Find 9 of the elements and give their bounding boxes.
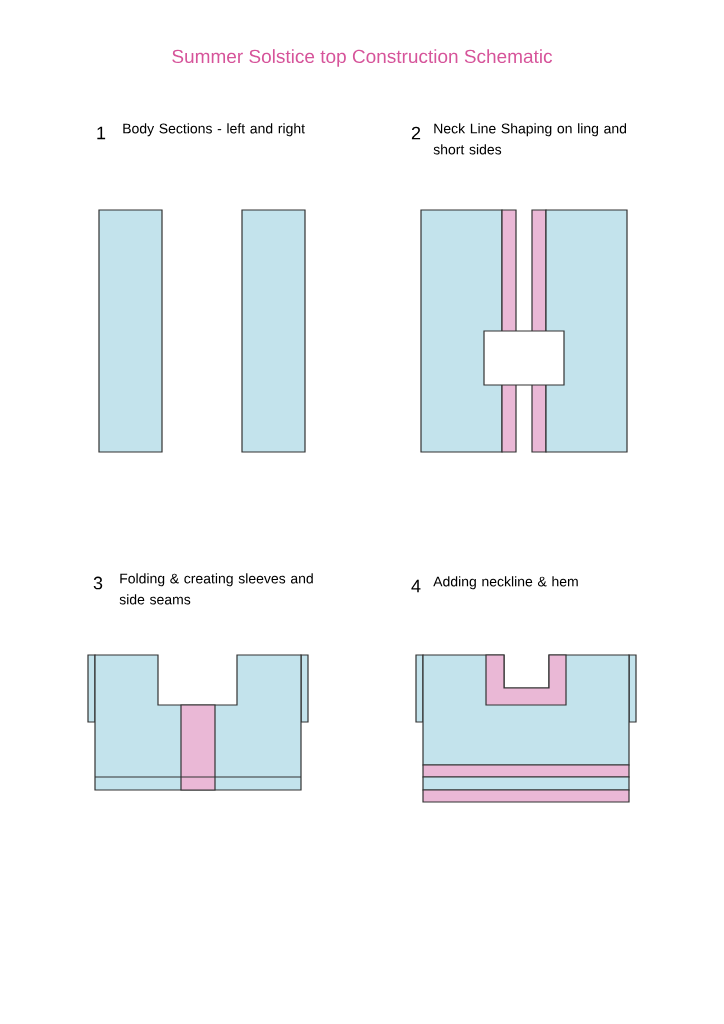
step-caption: Folding & creating sleeves and side seams <box>119 573 313 605</box>
title: Summer Solstice top Construction Schematic <box>172 49 553 67</box>
step-number: 1 <box>97 126 106 140</box>
step-caption: Neck Line Shaping on ling and short sides <box>433 123 627 155</box>
step-number: 2 <box>411 126 421 140</box>
step-caption: Body Sections - left and right <box>123 123 305 137</box>
step-number: 3 <box>93 576 103 590</box>
step-caption: Adding neckline & hem <box>433 576 578 590</box>
step-number: 4 <box>411 579 421 593</box>
